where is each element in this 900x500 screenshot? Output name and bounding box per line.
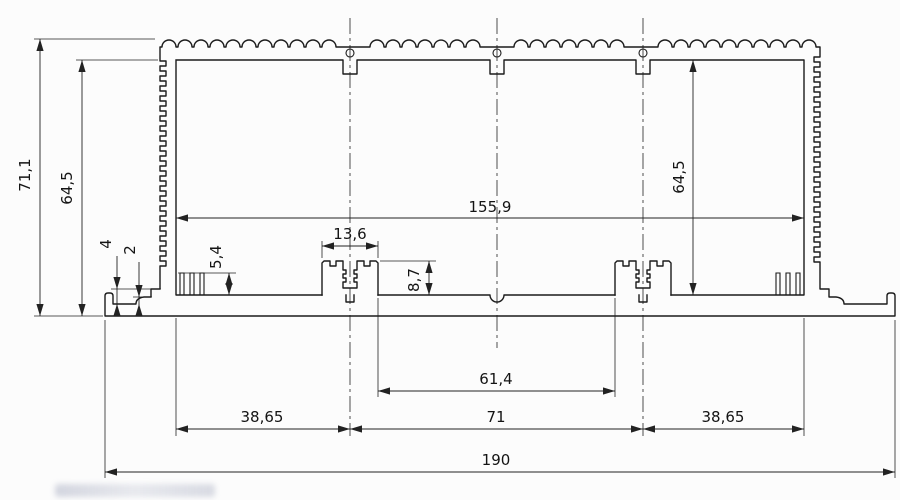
arrowhead: [643, 425, 655, 433]
dim-label-rib-height: 5,4: [207, 245, 225, 269]
dim-label-boss-center-spacing: 71: [486, 408, 505, 426]
floor-rib-path: [785, 272, 791, 295]
illegible-watermark: [55, 484, 215, 497]
arrowhead: [883, 468, 895, 476]
dim-label-screw-boss-width: 13,6: [333, 225, 366, 243]
dimension-annotations: [34, 38, 896, 478]
arrowhead: [603, 387, 615, 395]
floor-rib-path: [199, 272, 205, 295]
dimension-labels: 71,1 64,5 64,5 155,9 13,6 5,4 4 2 8,7 61…: [16, 158, 744, 469]
arrowhead: [176, 425, 188, 433]
arrowhead: [689, 60, 697, 72]
dim-label-boss-inner-spacing: 61,4: [479, 370, 512, 388]
screw-boss-path: [614, 260, 672, 303]
arrowhead: [225, 283, 233, 295]
arrowhead: [425, 261, 433, 273]
dim-label-right-base-span: 38,65: [702, 408, 745, 426]
top-screw-hole: [345, 48, 355, 58]
arrowhead: [338, 425, 350, 433]
arrowhead: [135, 304, 143, 316]
arrowhead: [135, 285, 143, 297]
arrowhead: [366, 242, 378, 250]
arrowhead: [792, 214, 804, 222]
inner-outline-path: [175, 59, 805, 303]
screw-boss-path: [321, 260, 379, 303]
profile-outline: [104, 39, 896, 317]
arrowhead: [792, 425, 804, 433]
arrowhead: [350, 425, 362, 433]
arrowhead: [113, 277, 121, 289]
floor-rib-path: [189, 272, 195, 295]
floor-rib-path: [179, 272, 185, 295]
outer-outline-path: [104, 39, 896, 317]
dim-label-screw-boss-height: 8,7: [405, 268, 423, 292]
dim-label-overall-height: 71,1: [16, 158, 34, 191]
arrowhead: [176, 214, 188, 222]
arrowhead: [36, 39, 44, 51]
arrowhead: [105, 468, 117, 476]
arrowhead: [36, 304, 44, 316]
dim-label-right-inner-height: 64,5: [670, 160, 688, 193]
arrowhead: [225, 273, 233, 285]
dim-label-inner-width: 155,9: [469, 198, 512, 216]
dim-label-foot-step-small: 2: [121, 245, 139, 255]
dim-label-foot-step-large: 4: [97, 239, 115, 249]
floor-rib-path: [795, 272, 801, 295]
arrowhead: [378, 387, 390, 395]
top-screw-hole: [492, 48, 502, 58]
dim-label-overall-width: 190: [482, 451, 511, 469]
arrowhead: [689, 283, 697, 295]
arrowhead: [78, 304, 86, 316]
top-screw-hole: [638, 48, 648, 58]
floor-rib-path: [775, 272, 781, 295]
arrowhead: [113, 304, 121, 316]
arrowhead: [78, 60, 86, 72]
arrowhead: [425, 283, 433, 295]
dim-label-left-inner-height: 64,5: [58, 171, 76, 204]
arrowhead: [322, 242, 334, 250]
centerlines: [349, 18, 644, 436]
dim-label-left-base-span: 38,65: [241, 408, 284, 426]
arrowhead: [631, 425, 643, 433]
